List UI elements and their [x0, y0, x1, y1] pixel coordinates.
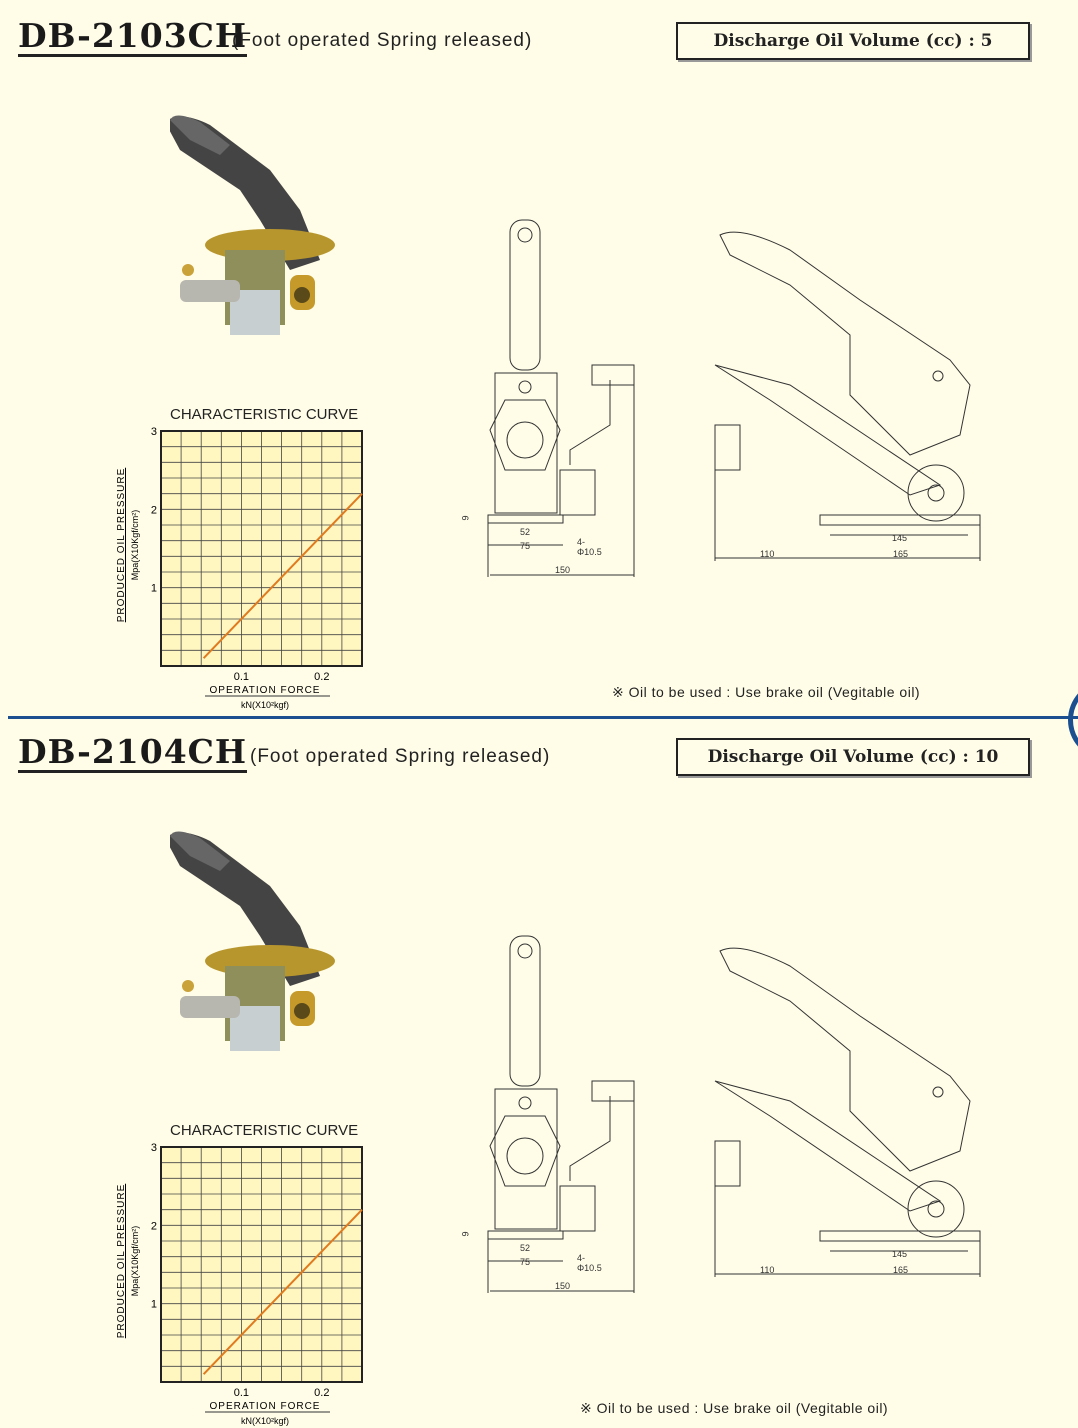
section-divider [8, 716, 1078, 719]
y-axis-unit: Mpa(X10Kgf/cm²) [130, 1226, 140, 1297]
dim-52: 52 [520, 527, 531, 537]
dim-110: 110 [760, 549, 775, 559]
model-number: DB-2104CH [18, 732, 248, 773]
y-tick-label: 2 [151, 504, 157, 516]
dim-150: 150 [555, 565, 571, 575]
side-view-drawing [714, 947, 981, 1277]
product-section: DB-2103CH (Foot operated Spring released… [18, 16, 1030, 710]
x-tick-label: 0.1 [234, 671, 249, 683]
y-tick-label: 3 [151, 1142, 157, 1154]
y-tick-label: 1 [151, 583, 157, 595]
y-axis-label: PRODUCED OIL PRESSURE [116, 1184, 127, 1339]
series-line [202, 492, 363, 659]
front-view-drawing [487, 935, 635, 1293]
dim-165: 165 [893, 549, 909, 559]
x-tick-label: 0.2 [314, 1387, 329, 1399]
dim-150: 150 [555, 1281, 571, 1291]
chart-title: CHARACTERISTIC CURVE [170, 406, 359, 423]
dim-145: 145 [892, 533, 908, 543]
oil-note: ※ Oil to be used : Use brake oil (Vegita… [612, 684, 921, 700]
model-number: DB-2103CH [18, 16, 248, 57]
plot-frame [160, 430, 363, 667]
y-tick-label: 2 [151, 1220, 157, 1232]
discharge-volume-box: Discharge Oil Volume (cc) : 5 [676, 22, 1030, 60]
y-tick-label: 1 [151, 1299, 157, 1311]
x-tick-label: 0.1 [234, 1387, 249, 1399]
x-axis-label: OPERATION FORCE [210, 1401, 321, 1412]
product-photo [170, 831, 335, 1051]
front-view-drawing [487, 219, 635, 577]
model-subtitle: (Foot operated Spring released) [250, 746, 551, 767]
product-photo [170, 115, 335, 335]
dim-9: 9 [460, 515, 471, 521]
dim-holes: 4-Φ10.5 [577, 537, 602, 557]
x-tick-label: 0.2 [314, 671, 329, 683]
y-axis-unit: Mpa(X10Kgf/cm²) [130, 510, 140, 581]
dim-165: 165 [893, 1265, 909, 1275]
product-section: DB-2104CH (Foot operated Spring released… [0, 716, 1078, 1428]
model-subtitle: (Foot operated Spring released) [232, 30, 533, 51]
y-tick-label: 3 [151, 426, 157, 438]
dim-145: 145 [892, 1249, 908, 1259]
plot-frame [160, 1146, 363, 1383]
chart-title: CHARACTERISTIC CURVE [170, 1122, 359, 1139]
oil-note: ※ Oil to be used : Use brake oil (Vegita… [580, 1400, 889, 1416]
y-axis-label: PRODUCED OIL PRESSURE [116, 468, 127, 623]
dim-75: 75 [520, 541, 531, 551]
x-axis-label: OPERATION FORCE [210, 685, 321, 696]
side-view-drawing [714, 231, 981, 561]
dim-holes: 4-Φ10.5 [577, 1253, 602, 1273]
dim-52: 52 [520, 1243, 531, 1253]
x-axis-unit: kN(X10²kgf) [241, 700, 289, 710]
dim-75: 75 [520, 1257, 531, 1267]
discharge-volume-box: Discharge Oil Volume (cc) : 10 [676, 738, 1030, 776]
dim-110: 110 [760, 1265, 775, 1275]
x-axis-unit: kN(X10²kgf) [241, 1416, 289, 1426]
dim-9: 9 [460, 1231, 471, 1237]
series-line [202, 1208, 363, 1375]
